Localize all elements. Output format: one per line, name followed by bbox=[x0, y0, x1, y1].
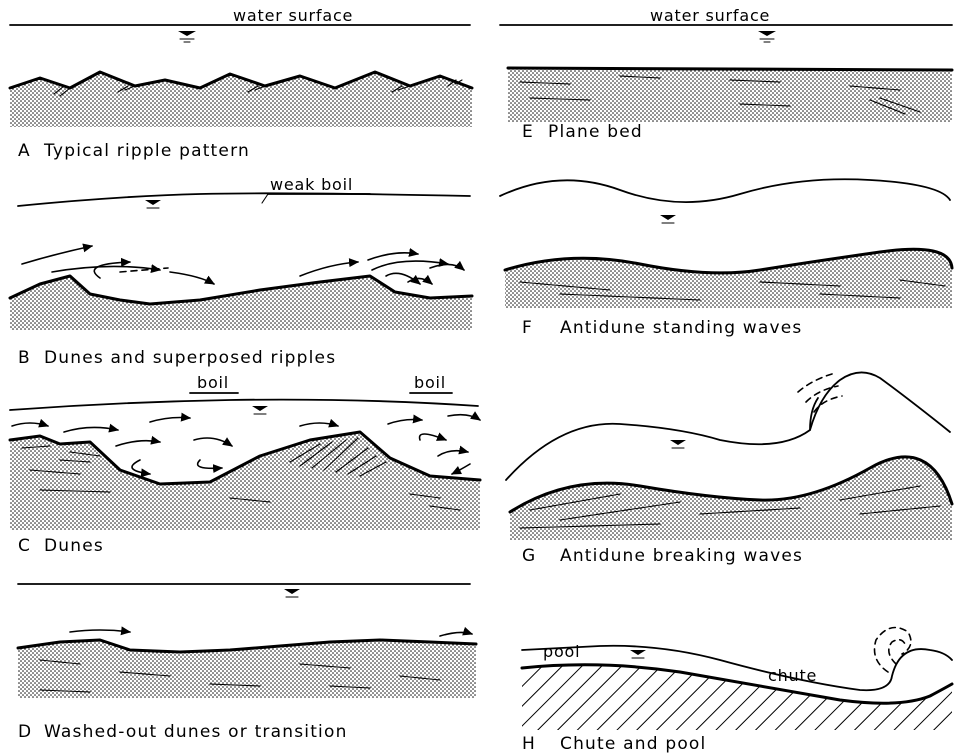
water-level-symbol bbox=[670, 440, 686, 448]
weak-boil-leader bbox=[262, 194, 268, 203]
chute-label: chute bbox=[768, 666, 817, 685]
water-level-symbol bbox=[758, 31, 776, 42]
water-level-symbol bbox=[178, 31, 196, 42]
plane-bed bbox=[508, 68, 952, 70]
water-level-symbol bbox=[630, 650, 646, 658]
panel-d: D Washed-out dunes or transition bbox=[18, 584, 476, 742]
panel-f-letter: F bbox=[522, 318, 533, 338]
water-surface-line bbox=[18, 193, 470, 206]
flow-arrows bbox=[22, 246, 464, 284]
weak-boil-label: weak boil bbox=[270, 175, 353, 194]
panel-g-caption: Antidune breaking waves bbox=[560, 546, 803, 566]
water-level-symbol bbox=[660, 215, 676, 223]
panel-a-letter: A bbox=[18, 141, 31, 161]
panel-c: boil boil C Dunes bbox=[10, 373, 480, 556]
panel-b-letter: B bbox=[18, 348, 31, 368]
water-level-symbol bbox=[145, 200, 161, 208]
panel-h-caption: Chute and pool bbox=[560, 734, 706, 754]
panel-d-caption: Washed-out dunes or transition bbox=[44, 722, 348, 742]
standing-wave-surface bbox=[500, 179, 950, 202]
water-surface-label: water surface bbox=[233, 6, 353, 25]
panel-g: G Antidune breaking waves bbox=[506, 372, 952, 566]
curl-dashes bbox=[875, 628, 911, 673]
water-level-symbol bbox=[284, 589, 300, 597]
flow-arrows bbox=[70, 630, 472, 636]
panel-f: F Antidune standing waves bbox=[500, 179, 952, 338]
panel-a-caption: Typical ripple pattern bbox=[43, 141, 250, 161]
panel-e: water surface E Plane bed bbox=[500, 6, 952, 142]
panel-e-letter: E bbox=[522, 122, 534, 142]
water-surface-line bbox=[10, 400, 478, 410]
boil-label-left: boil bbox=[197, 373, 229, 392]
panel-f-caption: Antidune standing waves bbox=[560, 318, 803, 338]
panel-a: water surface A Typical ripple pattern bbox=[10, 6, 472, 161]
panel-c-letter: C bbox=[18, 536, 31, 556]
panel-h: pool chute H Chute and pool bbox=[522, 628, 952, 755]
water-level-symbol bbox=[252, 406, 268, 414]
panel-g-letter: G bbox=[522, 546, 536, 566]
boil-label-right: boil bbox=[414, 373, 446, 392]
panel-c-caption: Dunes bbox=[44, 536, 104, 556]
water-surface-label: water surface bbox=[650, 6, 770, 25]
panel-b-caption: Dunes and superposed ripples bbox=[44, 348, 336, 368]
pool-label: pool bbox=[543, 642, 580, 661]
panel-h-letter: H bbox=[522, 734, 536, 754]
panel-d-letter: D bbox=[18, 722, 32, 742]
panel-b: weak boil B Dunes and superposed ripples bbox=[10, 175, 472, 368]
panel-e-caption: Plane bed bbox=[548, 122, 643, 142]
